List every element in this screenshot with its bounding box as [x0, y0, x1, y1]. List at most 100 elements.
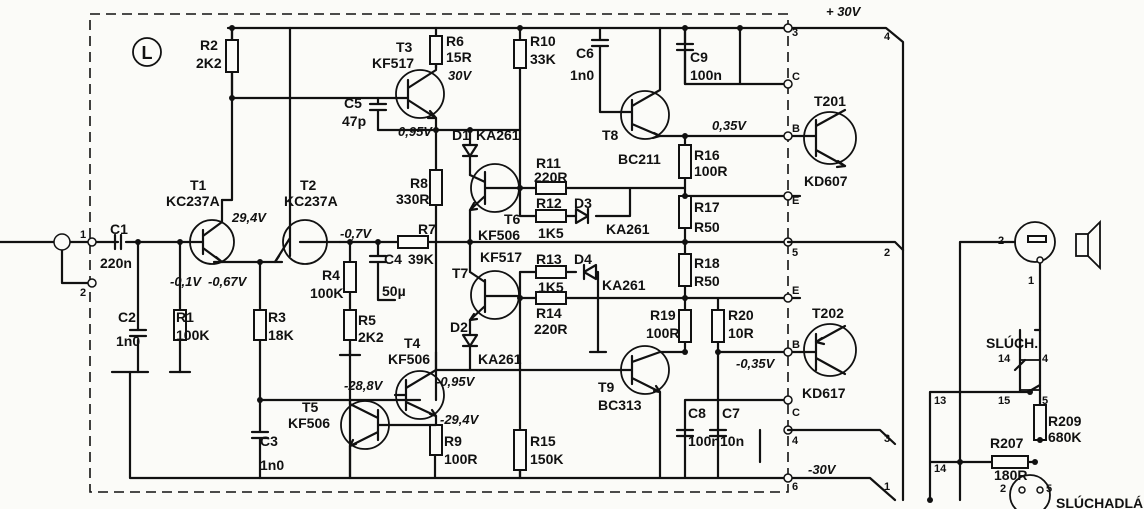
r17-label: R17: [694, 199, 720, 215]
voltage-t9-emitter: -0,35V: [736, 356, 776, 371]
voltage-t2-base: -0,7V: [340, 226, 372, 241]
r19-label: R19: [650, 307, 676, 323]
t202-label: T202: [812, 305, 844, 321]
r18-value: R50: [694, 273, 720, 289]
r7-value: 39K: [408, 251, 434, 267]
r19-value: 100R: [646, 325, 679, 341]
d4-type: KA261: [602, 277, 646, 293]
r8-label: R8: [410, 175, 428, 191]
t6-label: T6: [504, 211, 521, 227]
transistor-t202: [798, 323, 857, 377]
r16-label: R16: [694, 147, 720, 163]
c8-label: C8: [688, 405, 706, 421]
voltage-input: -0,1V: [170, 274, 202, 289]
speaker-pin-1: 1: [1028, 275, 1034, 287]
t7-type: KF517: [480, 249, 522, 265]
d3-type: KA261: [606, 221, 650, 237]
jack-pin-15: 15: [998, 395, 1010, 407]
r15-value: 150K: [530, 451, 563, 467]
transistor-t201: [798, 108, 857, 169]
t8-type: BC211: [618, 151, 661, 167]
negative-rail: -30V: [128, 348, 897, 502]
transistor-t8: [618, 26, 688, 140]
voltage-t8-emitter: 0,35V: [712, 118, 747, 133]
c9-value: 100n: [690, 67, 722, 83]
c8-value: 100n: [688, 433, 720, 449]
c5-value: 47p: [342, 113, 366, 129]
c2-value: 1n0: [116, 333, 140, 349]
pin-6: 6: [792, 481, 798, 493]
voltage-t1-emitter: -0,67V: [208, 274, 248, 289]
r5-label: R5: [358, 312, 376, 328]
rail-pin-4: 4: [884, 31, 891, 43]
r3-value: 18K: [268, 327, 294, 343]
r12-value: 1K5: [538, 225, 564, 241]
c4-label: C4: [384, 251, 402, 267]
input-terminal-1: [87, 237, 97, 247]
d1-type: KA261: [476, 127, 520, 143]
r5-value: 2K2: [358, 329, 384, 345]
t5-type: KF506: [288, 415, 330, 431]
connector-terminals: [758, 23, 905, 483]
capacitors-c7-c8: [675, 398, 790, 438]
r2-value: 2K2: [196, 55, 222, 71]
t202-type: KD617: [802, 385, 846, 401]
r7-label: R7: [418, 221, 436, 237]
c9-label: C9: [690, 49, 708, 65]
r3-label: R3: [268, 309, 286, 325]
r15-label: R15: [530, 433, 556, 449]
capacitor-c6: [590, 26, 622, 114]
headphone-pin-5: 5: [1046, 483, 1052, 495]
pin-5: 5: [792, 247, 798, 259]
input-section: 1 2: [0, 229, 192, 374]
bias-chain: [429, 25, 622, 402]
svg-text:-30V: -30V: [808, 462, 837, 477]
r9-value: 100R: [444, 451, 477, 467]
r18-label: R18: [694, 255, 720, 271]
positive-rail: + 30V: [226, 4, 905, 502]
r12-label: R12: [536, 195, 562, 211]
c7-label: C7: [722, 405, 740, 421]
r2-branch: [225, 25, 397, 101]
t1-t2-emitters: [250, 259, 422, 480]
pin-c-bottom: C: [792, 407, 800, 419]
r4-value: 100K: [310, 285, 343, 301]
svg-text:1: 1: [80, 229, 86, 241]
output-stack: [658, 134, 790, 402]
c6-value: 1n0: [570, 67, 594, 83]
r207-value: 180R: [994, 467, 1027, 483]
t9-type: BC313: [598, 397, 642, 413]
svg-text:+ 30V: + 30V: [826, 4, 862, 19]
r10-label: R10: [530, 33, 556, 49]
t5-label: T5: [302, 399, 319, 415]
r11-value: 220R: [534, 169, 567, 185]
c4-value: 50µ: [382, 283, 406, 299]
voltage-t1-collector: 29,4V: [231, 210, 267, 225]
transistor-t2: [258, 26, 342, 265]
r1-label: R1: [176, 309, 194, 325]
t7-label: T7: [452, 265, 469, 281]
t201-label: T201: [814, 93, 846, 109]
t4-label: T4: [404, 335, 421, 351]
rail-pin-3: 3: [884, 433, 890, 445]
t6-type: KF506: [478, 227, 520, 243]
d2-label: D2: [450, 319, 468, 335]
t3-type: KF517: [372, 55, 414, 71]
svg-text:2: 2: [80, 287, 86, 299]
wire-14: 14: [934, 463, 947, 475]
r2-label: R2: [200, 37, 218, 53]
d3-label: D3: [574, 195, 592, 211]
t8-label: T8: [602, 127, 619, 143]
r13-label: R13: [536, 251, 562, 267]
pin-4: 4: [792, 435, 799, 447]
input-terminal-2: [87, 278, 97, 288]
r1-value: 100K: [176, 327, 209, 343]
jack-pin-14: 14: [998, 353, 1011, 365]
feedback-network: [338, 235, 790, 357]
svg-text:L: L: [142, 43, 153, 63]
d1-label: D1: [452, 127, 470, 143]
r9-label: R9: [444, 433, 462, 449]
pin-e-bottom: E: [792, 285, 799, 297]
t2-type: KC237A: [284, 193, 338, 209]
